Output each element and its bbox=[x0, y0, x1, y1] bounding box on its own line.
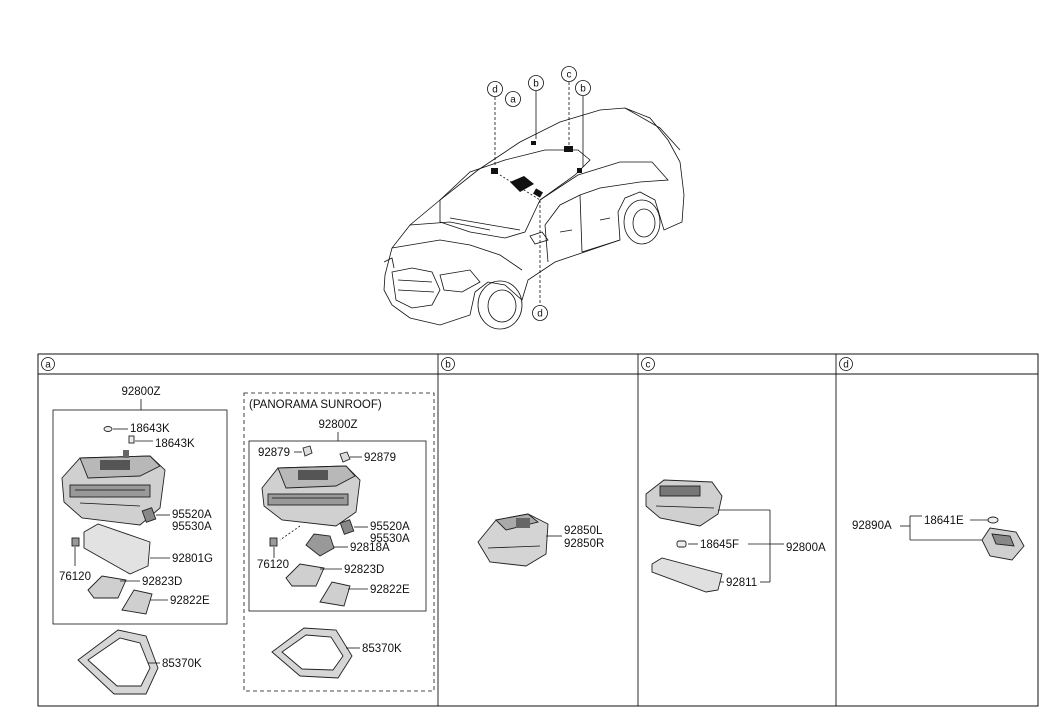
callout-d-bottom: d bbox=[532, 305, 548, 321]
svg-text:d: d bbox=[492, 85, 498, 96]
label-85370K-sunroof: 85370K bbox=[362, 643, 402, 655]
bulb-18641E bbox=[987, 516, 999, 524]
lamp-92818A bbox=[305, 533, 335, 557]
section-tag-c: c bbox=[641, 357, 655, 371]
label-18645F: 18645F bbox=[700, 539, 739, 551]
label-95530A: 95530A bbox=[172, 521, 212, 533]
section-a-standard: 92800Z 18643K 18643K 95520A 95530A 92801… bbox=[52, 386, 228, 695]
label-92890A: 92890A bbox=[852, 520, 892, 532]
section-tag-b: b bbox=[441, 357, 455, 371]
svg-text:b: b bbox=[445, 360, 451, 371]
section-c: 18645F 92811 92800A bbox=[645, 479, 826, 593]
lens-92811 bbox=[651, 557, 723, 593]
label-92823D-sunroof: 92823D bbox=[344, 564, 384, 576]
overhead-console-lamp bbox=[61, 450, 166, 526]
section-tag-d: d bbox=[839, 357, 853, 371]
label-92822E: 92822E bbox=[170, 595, 210, 607]
lens-92801G bbox=[83, 523, 151, 575]
lens-92823D-sunroof bbox=[285, 563, 325, 587]
clip-76120 bbox=[71, 537, 80, 547]
overhead-console-lamp-sunroof bbox=[261, 465, 361, 527]
bulb-92879-right bbox=[339, 451, 351, 463]
room-lamp-92800A bbox=[645, 479, 723, 527]
label-76120: 76120 bbox=[59, 571, 91, 583]
svg-text:a: a bbox=[510, 95, 516, 106]
label-92823D: 92823D bbox=[142, 576, 182, 588]
panel-grid bbox=[37, 353, 1039, 707]
label-18641E: 18641E bbox=[924, 515, 964, 527]
car-illustration bbox=[383, 82, 685, 330]
label-92818A: 92818A bbox=[350, 542, 390, 554]
svg-text:b: b bbox=[533, 79, 539, 90]
lens-92823D bbox=[87, 575, 127, 599]
label-95520A-sunroof: 95520A bbox=[370, 521, 410, 533]
label-92850R: 92850R bbox=[564, 538, 604, 550]
label-92800Z: 92800Z bbox=[121, 386, 160, 398]
callout-c-top: c bbox=[561, 66, 577, 82]
section-b: 92850L 92850R bbox=[477, 513, 604, 567]
bulb-92879-left bbox=[302, 445, 313, 457]
label-18643K-1: 18643K bbox=[130, 423, 170, 435]
lens-92822E-sunroof bbox=[319, 581, 351, 607]
section-a-sunroof: (PANORAMA SUNROOF) 92800Z 92879 92879 95… bbox=[243, 392, 435, 692]
label-18643K-2: 18643K bbox=[155, 438, 195, 450]
bulb-18645F bbox=[676, 540, 687, 548]
svg-text:a: a bbox=[45, 360, 51, 371]
label-85370K: 85370K bbox=[162, 658, 202, 670]
bezel-85370K bbox=[77, 629, 159, 695]
label-92879-right: 92879 bbox=[364, 452, 396, 464]
bezel-85370K-sunroof bbox=[271, 627, 353, 679]
switch-95520A bbox=[141, 507, 157, 523]
map-lamp-92850 bbox=[477, 513, 549, 567]
svg-text:d: d bbox=[843, 360, 849, 371]
label-92800Z-sunroof: 92800Z bbox=[318, 419, 357, 431]
svg-text:b: b bbox=[580, 84, 586, 95]
lens-92822E bbox=[121, 589, 153, 615]
section-d: 92890A 18641E bbox=[852, 515, 1025, 561]
svg-text:d: d bbox=[537, 309, 543, 320]
label-92811: 92811 bbox=[726, 577, 757, 589]
label-92800A: 92800A bbox=[786, 542, 826, 554]
label-92822E-sunroof: 92822E bbox=[370, 584, 410, 596]
callout-d-top: d bbox=[487, 81, 503, 97]
sunroof-title: (PANORAMA SUNROOF) bbox=[249, 399, 382, 411]
lamp-92890A bbox=[981, 527, 1025, 561]
clip-76120-sunroof bbox=[269, 537, 278, 547]
label-95530A-sunroof: 95530A bbox=[370, 533, 410, 545]
label-92801G: 92801G bbox=[172, 553, 213, 565]
svg-text:c: c bbox=[567, 70, 572, 81]
label-92879-left: 92879 bbox=[258, 447, 290, 459]
label-76120-sunroof: 76120 bbox=[257, 559, 289, 571]
label-92850L: 92850L bbox=[564, 525, 603, 537]
callout-b-top-right: b bbox=[575, 80, 591, 96]
bulb-18643K-1 bbox=[103, 426, 113, 432]
callout-a-top: a bbox=[505, 91, 521, 107]
bulb-18643K-2 bbox=[128, 435, 135, 444]
label-95520A: 95520A bbox=[172, 509, 212, 521]
svg-text:c: c bbox=[646, 360, 651, 371]
section-tag-a: a bbox=[41, 357, 55, 371]
switch-95520A-sunroof bbox=[339, 519, 355, 535]
callout-b-top-left: b bbox=[528, 75, 544, 91]
